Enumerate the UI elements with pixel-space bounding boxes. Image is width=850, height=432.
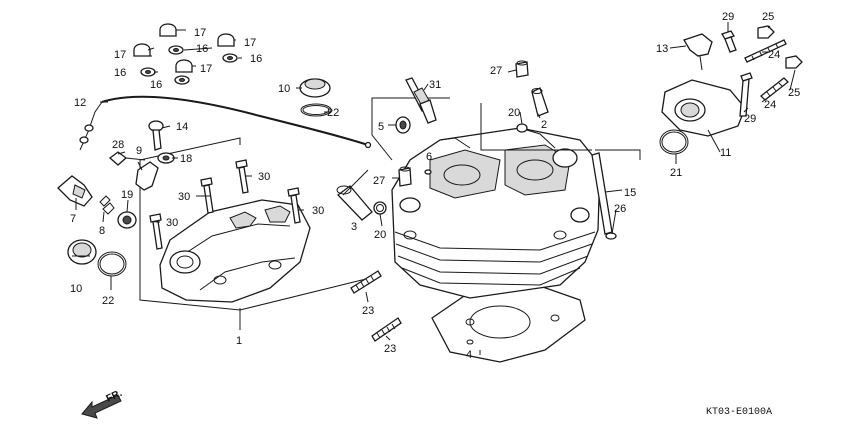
callout: 20 xyxy=(508,107,520,119)
callout: 1 xyxy=(236,335,242,347)
callout: 23 xyxy=(384,343,396,355)
callout: 9 xyxy=(136,145,142,157)
callout: 30 xyxy=(258,171,270,183)
callout: 28 xyxy=(112,139,124,151)
callout: 29 xyxy=(744,113,756,125)
tappet-caps-orings xyxy=(67,78,332,277)
callout: 25 xyxy=(788,87,800,99)
callout: 25 xyxy=(762,11,774,23)
callout: 16 xyxy=(250,53,262,65)
callout: 12 xyxy=(74,97,86,109)
head-cover xyxy=(159,199,311,303)
direction-label: FR. xyxy=(105,388,124,405)
callout: 17 xyxy=(200,63,212,75)
carburetor-insulator xyxy=(659,25,803,155)
cap-nuts-washers xyxy=(133,23,238,85)
callout: 16 xyxy=(196,43,208,55)
leader-lines xyxy=(72,22,796,355)
callout: 16 xyxy=(114,67,126,79)
callout: 14 xyxy=(176,121,188,133)
callout: 17 xyxy=(194,27,206,39)
callout: 30 xyxy=(312,205,324,217)
callout: 16 xyxy=(150,79,162,91)
callout: 8 xyxy=(99,225,105,237)
decompressor-lever-parts xyxy=(57,175,137,229)
callout: 11 xyxy=(720,147,731,159)
callout: 15 xyxy=(624,187,636,199)
callout: 22 xyxy=(102,295,114,307)
callout: 10 xyxy=(70,283,82,295)
callout: 30 xyxy=(166,217,178,229)
decompressor-cable xyxy=(79,95,372,151)
spark-plug-area xyxy=(395,60,529,187)
callout: 17 xyxy=(114,49,126,61)
callout: 17 xyxy=(244,37,256,49)
callout: 2 xyxy=(541,119,547,131)
callout: 19 xyxy=(121,189,133,201)
callout-numbers: 1 2 3 4 5 6 7 8 9 10 10 11 12 13 14 15 1… xyxy=(70,11,800,361)
callout: 13 xyxy=(656,43,668,55)
callout: 10 xyxy=(278,83,290,95)
callout: 23 xyxy=(362,305,374,317)
callout: 20 xyxy=(374,229,386,241)
callout: 31 xyxy=(429,79,441,91)
callout: 18 xyxy=(180,153,192,165)
callout: 26 xyxy=(614,203,626,215)
diagram-code: KT03-E0100A xyxy=(706,407,772,418)
cover-bolts xyxy=(149,159,301,250)
callout: 27 xyxy=(490,65,502,77)
front-direction-arrow: FR. xyxy=(81,388,124,419)
callout: 5 xyxy=(378,121,384,133)
callout: 27 xyxy=(373,175,385,187)
callout: 24 xyxy=(764,99,776,111)
head-gasket xyxy=(431,285,586,363)
callout: 21 xyxy=(670,167,682,179)
stud-bolts xyxy=(350,270,402,342)
callout: 6 xyxy=(426,151,432,163)
callout: 7 xyxy=(70,213,76,225)
cylinder-head xyxy=(391,127,601,299)
callout: 24 xyxy=(768,49,780,61)
callout: 4 xyxy=(466,349,472,361)
callout: 3 xyxy=(351,221,357,233)
callout: 22 xyxy=(327,107,339,119)
callout: 30 xyxy=(178,191,190,203)
callout: 29 xyxy=(722,11,734,23)
